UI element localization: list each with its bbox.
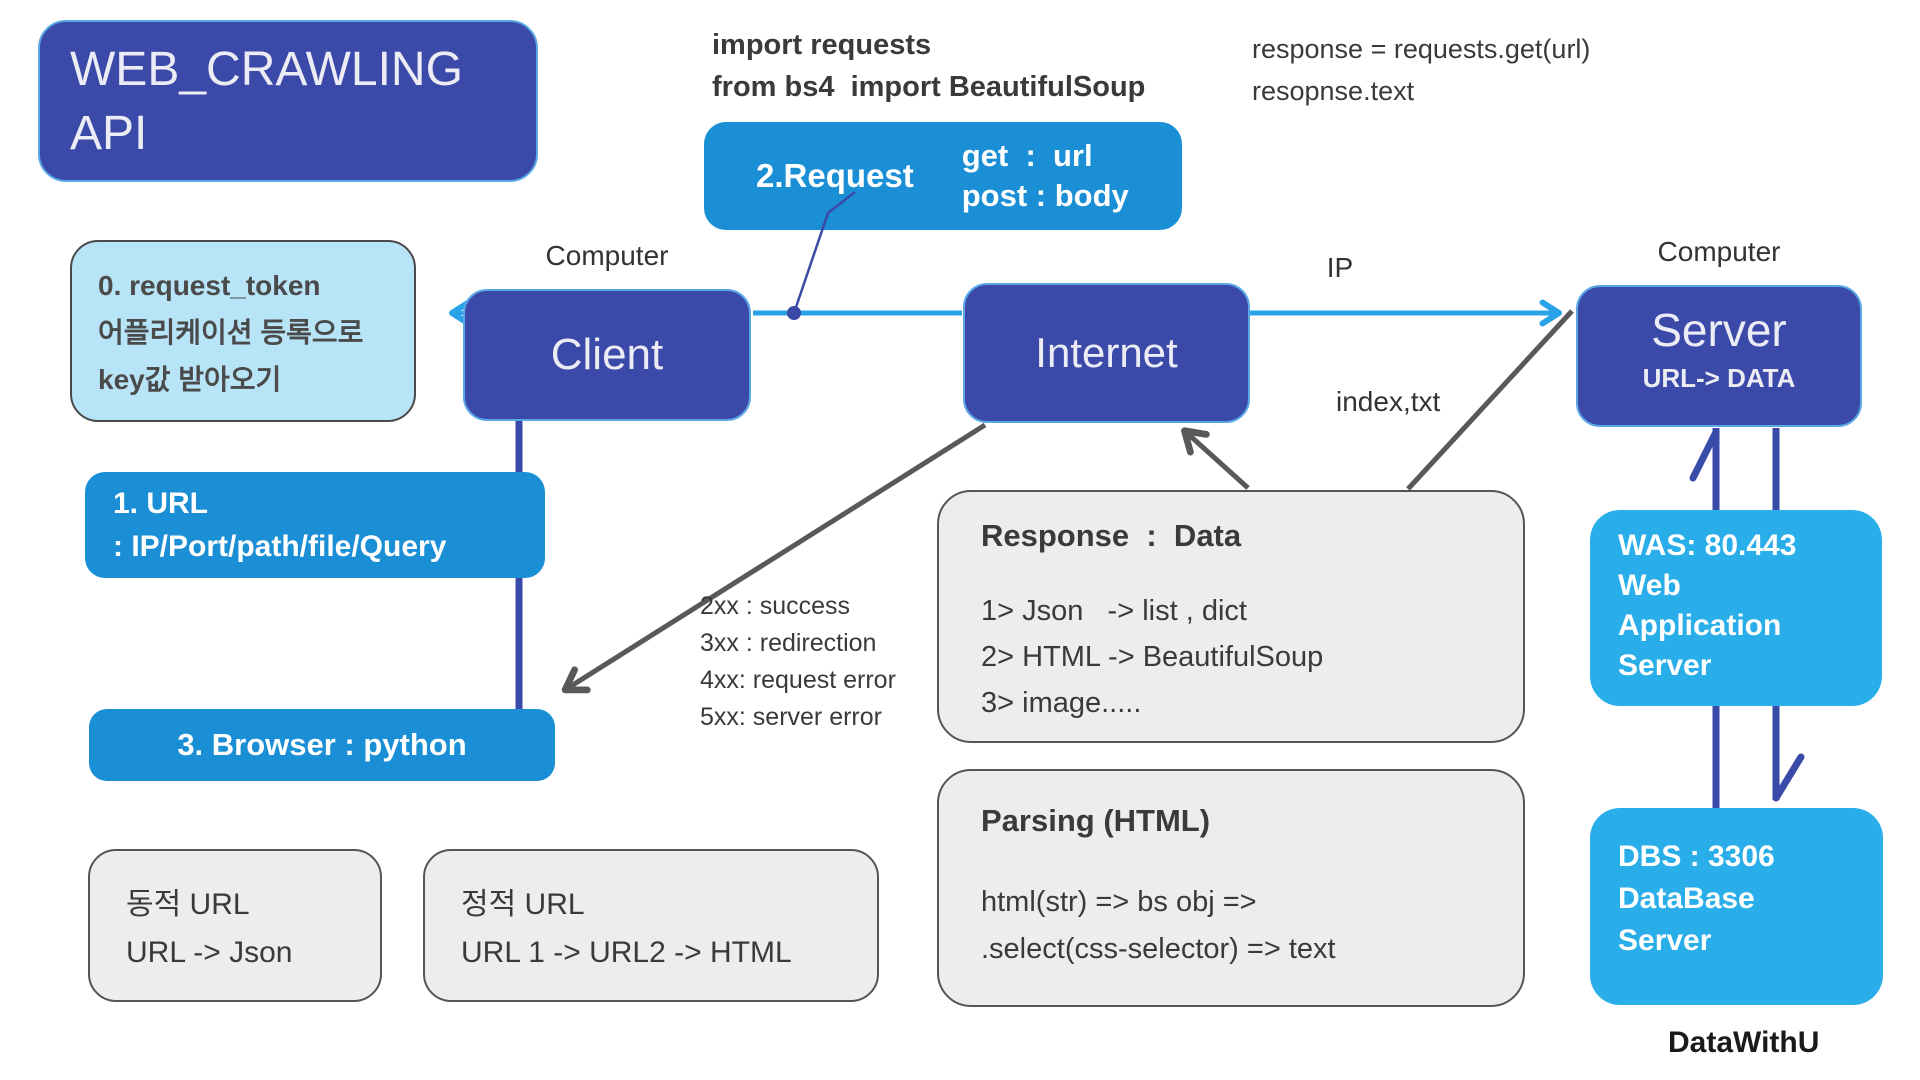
up-arrowhead xyxy=(1689,428,1720,482)
static-url-panel: 정적 URL URL 1 -> URL2 -> HTML xyxy=(423,849,879,1002)
parsing-line1: html(str) => bs obj => xyxy=(981,886,1257,918)
static-line2: URL 1 -> URL2 -> HTML xyxy=(461,936,792,969)
static-line1: 정적 URL xyxy=(461,888,585,921)
request-post: post : body xyxy=(961,178,1129,213)
response-item-3: 3> image..... xyxy=(981,687,1142,719)
token-line2: 어플리케이션 등록으로 xyxy=(98,317,364,348)
parsing-panel: Parsing (HTML) html(str) => bs obj => .s… xyxy=(937,769,1525,1007)
brand-text: DataWithU xyxy=(1668,1026,1820,1059)
request-get: get : url xyxy=(961,138,1093,173)
response-item-1: 1> Json -> list , dict xyxy=(981,595,1247,627)
was-line3: Application xyxy=(1618,609,1782,642)
request-label: 2.Request xyxy=(756,157,914,194)
response-item-2: 2> HTML -> BeautifulSoup xyxy=(981,641,1324,673)
status-4xx: 4xx: request error xyxy=(700,666,896,694)
parsing-title: Parsing (HTML) xyxy=(981,803,1211,838)
import-line2: from bs4 import BeautifulSoup xyxy=(712,71,1146,103)
title-box: WEB_CRAWLING API xyxy=(38,20,538,182)
browser-box: 3. Browser : python xyxy=(89,709,555,781)
title-line1: WEB_CRAWLING xyxy=(70,43,463,96)
dbs-line3: Server xyxy=(1618,924,1712,957)
import-code: import requests from bs4 import Beautifu… xyxy=(712,24,1145,108)
status-5xx: 5xx: server error xyxy=(700,703,882,731)
token-note: 0. request_token 어플리케이션 등록으로 key값 받아오기 xyxy=(70,240,416,422)
dynamic-line2: URL -> Json xyxy=(126,936,293,969)
index-edge-label: index,txt xyxy=(1336,386,1441,417)
internet-label: Internet xyxy=(1035,329,1178,376)
dbs-line2: DataBase xyxy=(1618,882,1755,915)
request-methods: get : url post : body xyxy=(962,136,1129,216)
import-line1: import requests xyxy=(712,29,932,61)
client-node: Client xyxy=(463,289,751,421)
url-line2: : IP/Port/path/file/Query xyxy=(113,530,447,563)
parsing-spacer xyxy=(981,839,1523,879)
client-caption: Computer xyxy=(545,240,669,271)
was-line1: WAS: 80.443 xyxy=(1618,529,1797,562)
dbs-line1: DBS : 3306 xyxy=(1618,840,1775,873)
status-3xx: 3xx : redirection xyxy=(700,629,877,657)
response-internet-link xyxy=(1181,427,1250,490)
parsing-line2: .select(css-selector) => text xyxy=(981,933,1336,965)
url-line1: 1. URL xyxy=(113,487,209,520)
response-code-line2: resopnse.text xyxy=(1252,76,1415,106)
dynamic-line1: 동적 URL xyxy=(126,888,250,921)
response-spacer xyxy=(981,554,1523,588)
internet-node: Internet xyxy=(963,283,1250,423)
response-code-line1: response = requests.get(url) xyxy=(1252,34,1591,64)
dbs-box: DBS : 3306 DataBase Server xyxy=(1590,808,1883,1005)
server-caption: Computer xyxy=(1657,236,1781,267)
browser-label: 3. Browser : python xyxy=(177,727,467,762)
server-response-index-link xyxy=(1406,309,1574,491)
token-line3: key값 받아오기 xyxy=(98,364,282,395)
request-box: 2.Request get : url post : body xyxy=(704,122,1182,230)
server-node: Server URL-> DATA xyxy=(1576,285,1862,427)
response-title: Response : Data xyxy=(981,518,1242,553)
server-sub-label: URL-> DATA xyxy=(1642,363,1796,393)
server-label: Server xyxy=(1651,304,1787,356)
was-line2: Web xyxy=(1618,569,1681,602)
title-line2: API xyxy=(70,107,148,160)
ip-edge-label: IP xyxy=(1326,252,1354,283)
dynamic-url-panel: 동적 URL URL -> Json xyxy=(88,849,382,1002)
status-codes: 2xx : success 3xx : redirection 4xx: req… xyxy=(700,588,896,736)
was-box: WAS: 80.443 Web Application Server xyxy=(1590,510,1882,706)
client-label: Client xyxy=(550,330,664,379)
down-arrowhead xyxy=(1772,753,1805,802)
response-code: response = requests.get(url) resopnse.te… xyxy=(1252,28,1590,112)
response-panel: Response : Data 1> Json -> list , dict 2… xyxy=(937,490,1525,743)
url-box: 1. URL : IP/Port/path/file/Query xyxy=(85,472,545,578)
internet-browser-response-link xyxy=(561,422,987,694)
status-2xx: 2xx : success xyxy=(700,592,851,620)
token-line1: 0. request_token xyxy=(98,270,321,301)
was-line4: Server xyxy=(1618,649,1712,682)
